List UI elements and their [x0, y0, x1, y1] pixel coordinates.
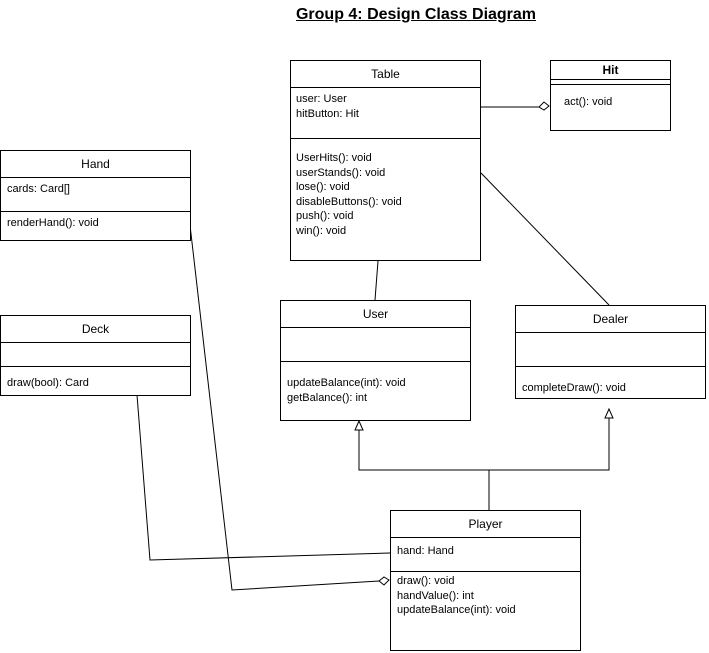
class-deck-attributes — [1, 343, 190, 367]
class-player-attributes: hand: Hand — [391, 538, 580, 572]
class-hand-attributes: cards: Card[] — [1, 178, 190, 212]
method: completeDraw(): void — [522, 382, 626, 394]
class-hit[interactable]: Hit act(): void — [550, 60, 671, 131]
class-deck-methods: draw(bool): Card — [1, 367, 190, 391]
class-hit-attributes — [551, 80, 670, 85]
class-dealer[interactable]: Dealer completeDraw(): void — [515, 305, 706, 399]
method: renderHand(): void — [7, 217, 99, 229]
class-hit-name: Hit — [551, 61, 670, 80]
inheritance-arrow-user — [354, 419, 364, 431]
diagram-title: Group 4: Design Class Diagram — [295, 6, 537, 23]
class-hand-methods: renderHand(): void — [1, 212, 190, 231]
class-dealer-methods: completeDraw(): void — [516, 367, 705, 396]
class-player[interactable]: Player hand: Hand draw(): void handValue… — [390, 510, 581, 651]
class-dealer-attributes — [516, 333, 705, 367]
link-generalization-user — [358, 418, 610, 471]
aggregation-diamond-hit — [538, 101, 550, 111]
method: push(): void — [296, 210, 354, 222]
method: act(): void — [564, 96, 613, 108]
class-user-methods: updateBalance(int): void getBalance(): i… — [281, 362, 470, 405]
class-table-methods: UserHits(): void userStands(): void lose… — [291, 139, 480, 238]
method: updateBalance(int): void — [287, 377, 406, 389]
link-table-user — [374, 260, 379, 301]
method: userStands(): void — [296, 166, 386, 179]
attribute: user: User — [296, 93, 347, 105]
attribute: hitButton: Hit — [296, 107, 359, 120]
class-user[interactable]: User updateBalance(int): void getBalance… — [280, 300, 471, 421]
aggregation-diamond-player — [378, 576, 390, 586]
class-deck[interactable]: Deck draw(bool): Card — [0, 315, 191, 396]
class-user-attributes — [281, 328, 470, 362]
link-hand-player — [189, 224, 380, 591]
link-table-dealer — [480, 172, 610, 306]
method: handValue(): int — [397, 589, 474, 602]
method: getBalance(): int — [287, 391, 368, 404]
method: updateBalance(int): void — [397, 604, 516, 616]
method: UserHits(): void — [296, 152, 372, 164]
class-table[interactable]: Table user: User hitButton: Hit UserHits… — [290, 60, 481, 261]
class-user-name: User — [281, 301, 470, 328]
class-player-methods: draw(): void handValue(): int updateBala… — [391, 572, 580, 618]
method: lose(): void — [296, 181, 350, 193]
class-hand[interactable]: Hand cards: Card[] renderHand(): void — [0, 150, 191, 241]
class-table-attributes: user: User hitButton: Hit — [291, 88, 480, 139]
class-player-name: Player — [391, 511, 580, 538]
class-hit-methods: act(): void — [551, 85, 670, 110]
method: draw(): void — [397, 575, 455, 587]
inheritance-arrow-dealer — [604, 407, 614, 419]
class-hand-name: Hand — [1, 151, 190, 178]
class-table-name: Table — [291, 61, 480, 88]
class-dealer-name: Dealer — [516, 306, 705, 333]
link-deck-player — [136, 394, 391, 561]
class-deck-name: Deck — [1, 316, 190, 343]
attribute: cards: Card[] — [7, 183, 70, 195]
method: disableButtons(): void — [296, 195, 402, 208]
attribute: hand: Hand — [397, 545, 454, 557]
method: draw(bool): Card — [7, 377, 89, 389]
method: win(): void — [296, 224, 347, 237]
